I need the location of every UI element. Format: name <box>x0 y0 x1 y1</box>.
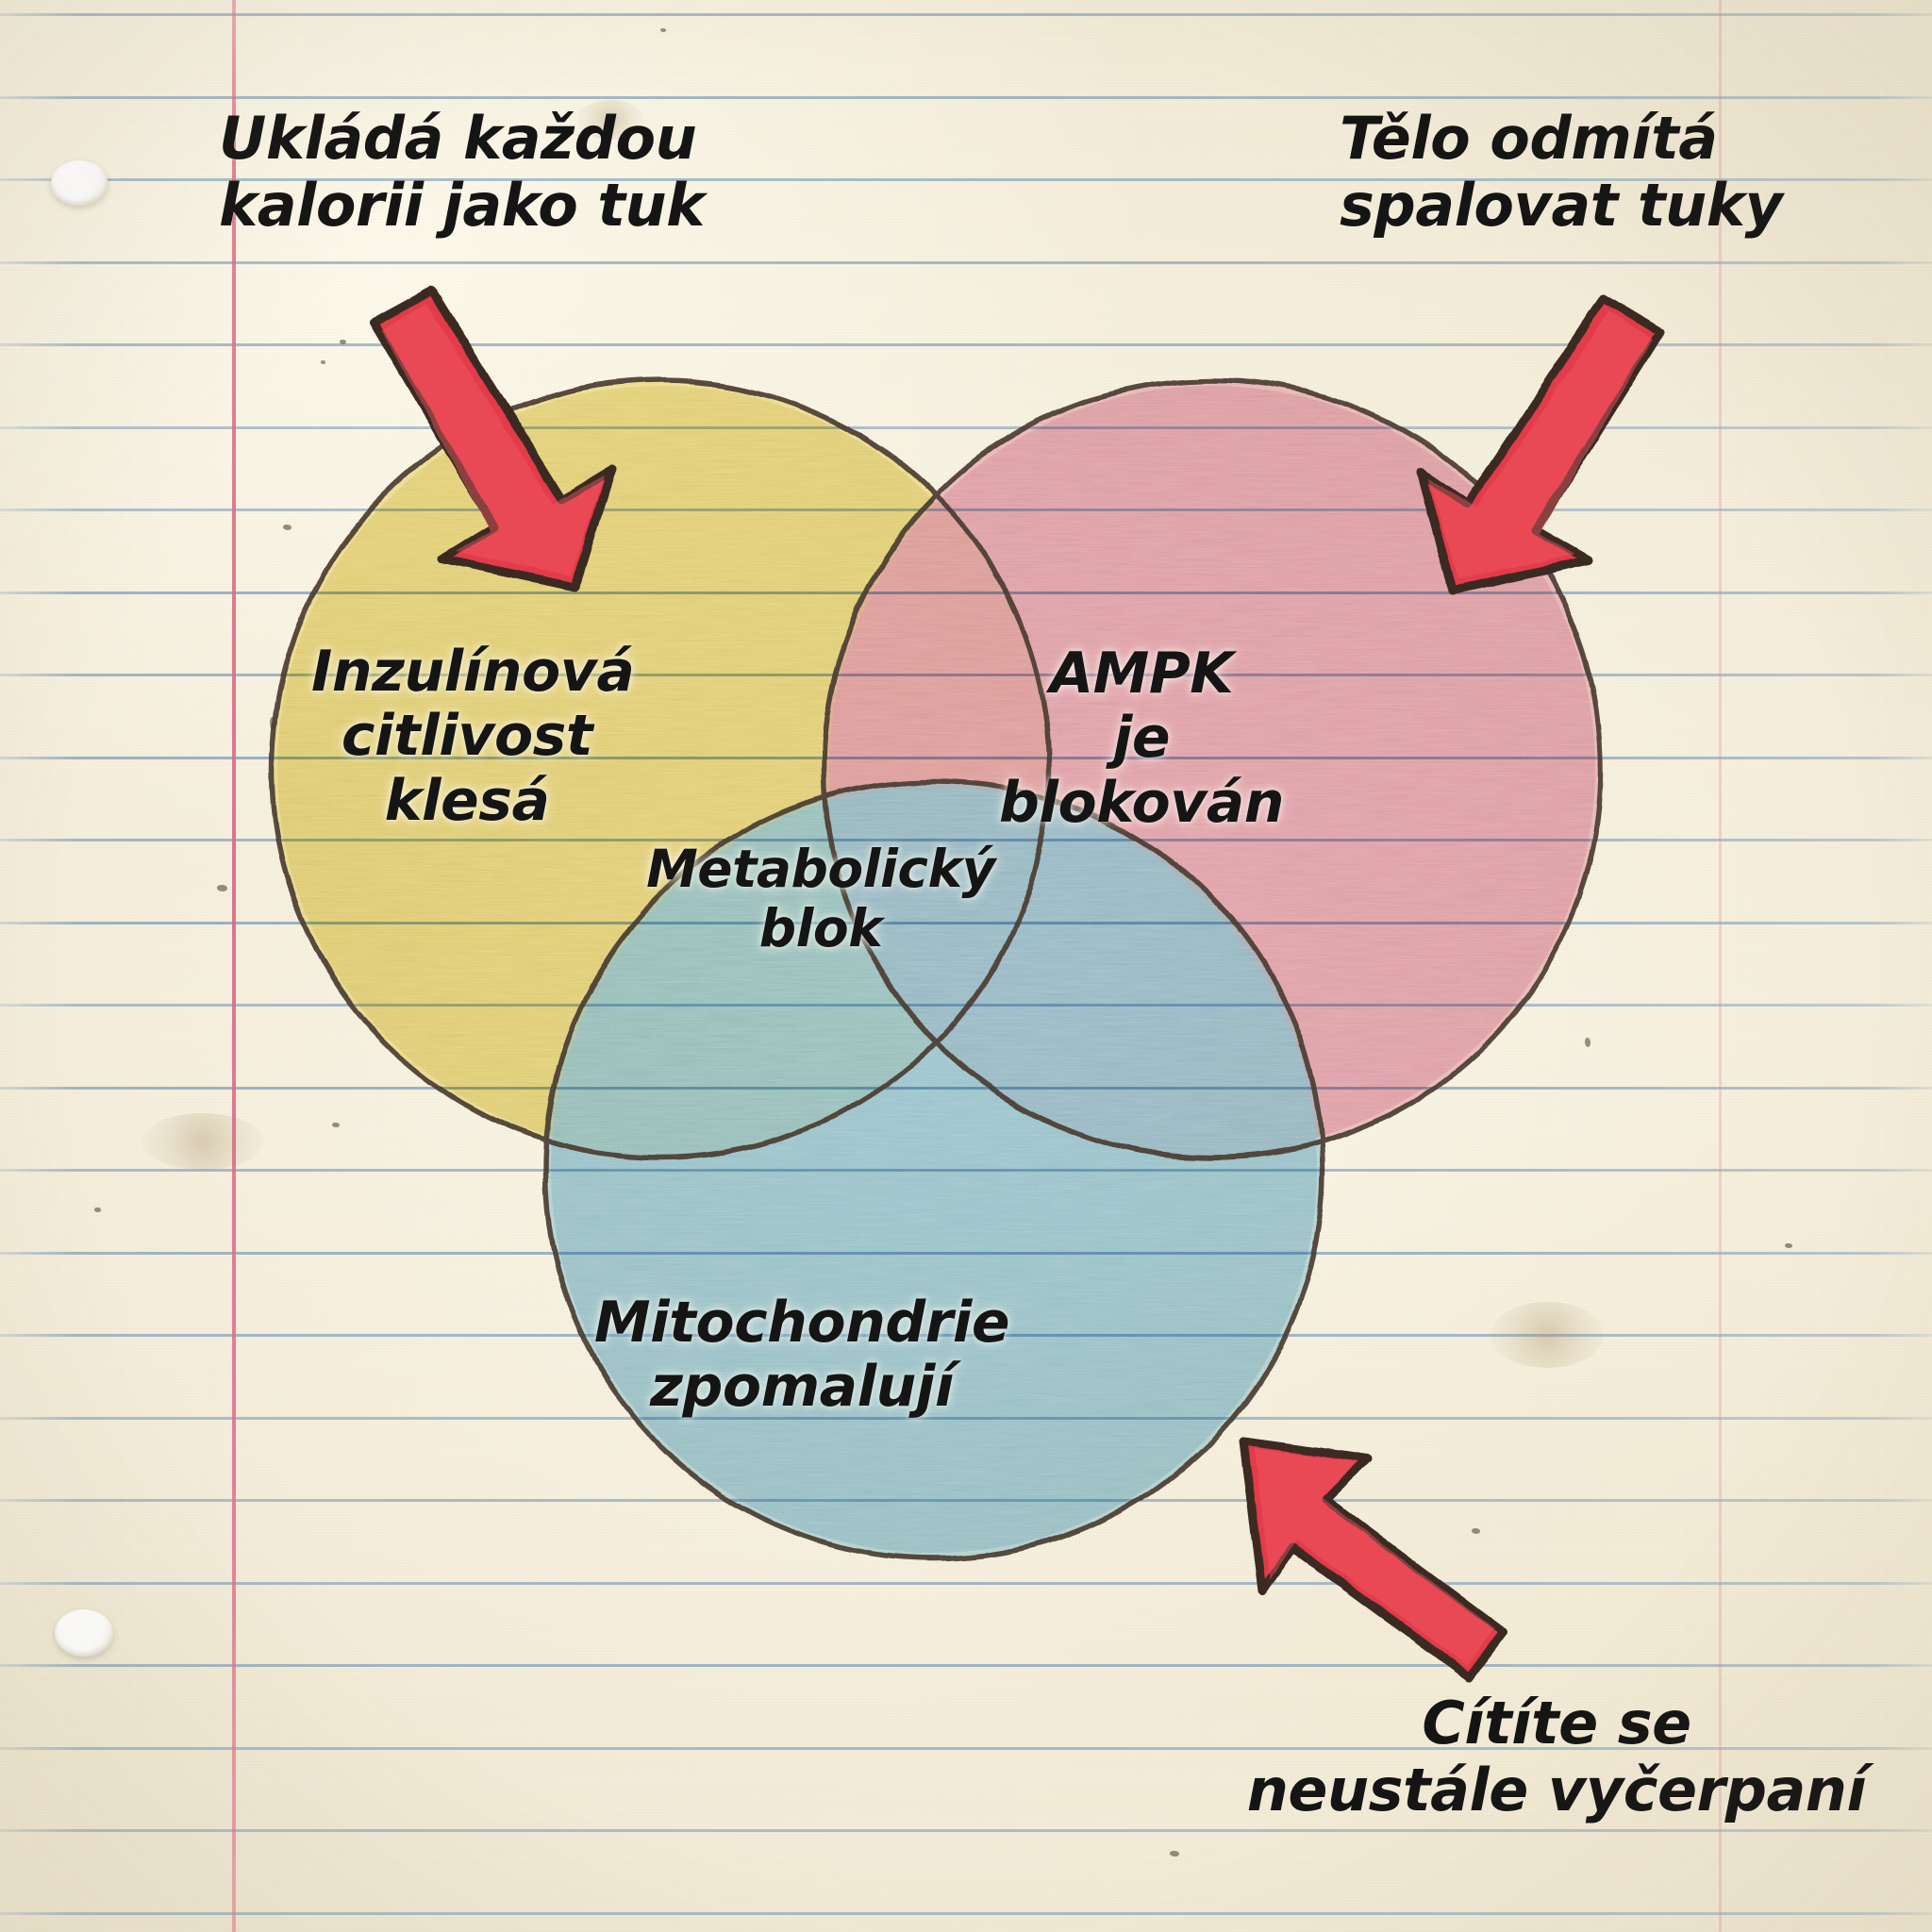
arrow-bottom-right <box>1243 1441 1504 1677</box>
venn-label-mitochondria: Mitochondrie zpomalují <box>575 1291 1028 1420</box>
callout-text-bottom-right: Cítíte se neustále vyčerpaní <box>1226 1690 1887 1824</box>
venn-label-center-overlap: Metabolický blok <box>641 840 1000 958</box>
callout-text-top-left: Ukládá každou kalorii jako tuk <box>219 106 747 239</box>
venn-label-ampk: AMPK je blokován <box>972 641 1311 835</box>
arrow-top-right <box>1421 298 1660 591</box>
venn-label-insulin: Inzulínová citlivost klesá <box>311 640 623 833</box>
callout-text-top-right: Tělo odmítá spalovat tuky <box>1340 106 1906 239</box>
